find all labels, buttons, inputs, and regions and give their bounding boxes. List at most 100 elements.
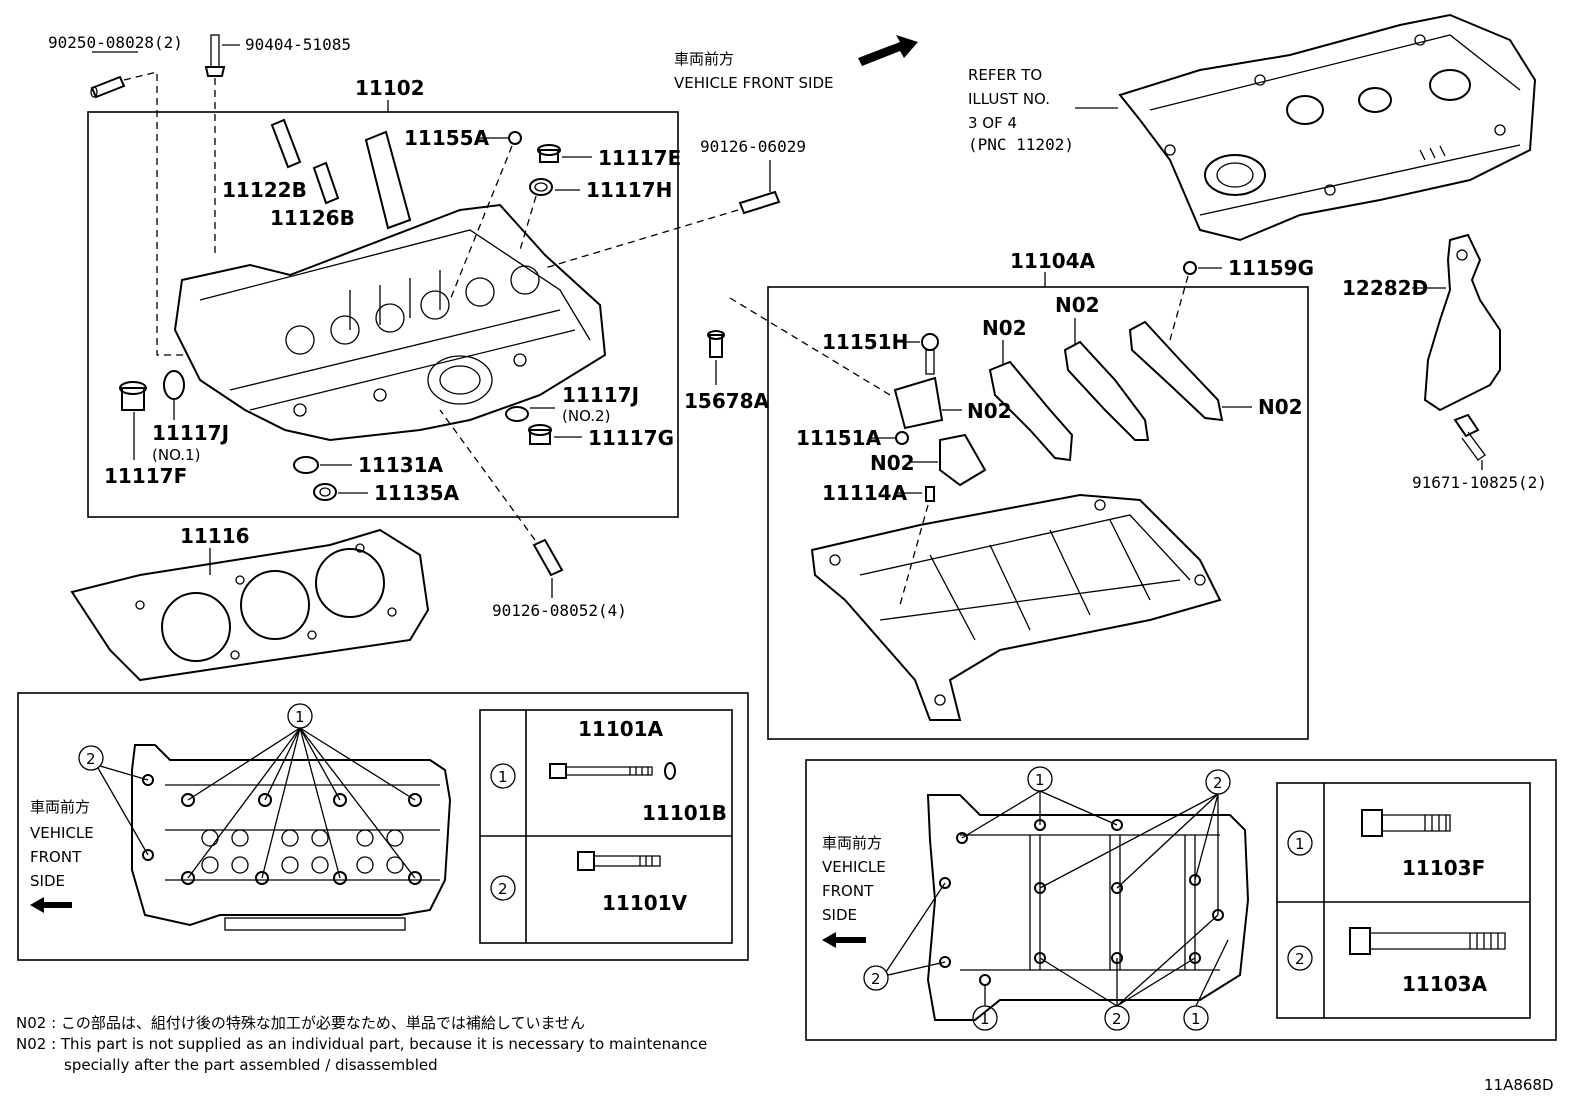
refer-line3: 3 OF 4 xyxy=(968,114,1017,132)
callout-2-right-top-text: 2 xyxy=(1213,774,1223,792)
front-en2-right: FRONT xyxy=(822,882,874,900)
stud-bolt-drawing xyxy=(204,34,226,77)
callout-2-left xyxy=(78,745,104,771)
label-11122B: 11122B xyxy=(222,178,307,202)
housing-bolt-points xyxy=(939,819,1224,986)
pin-11114A-drawing xyxy=(925,486,935,502)
label-11151H: 11151H xyxy=(822,330,908,354)
plug-11117G-drawing xyxy=(528,424,552,445)
front-en3-left: SIDE xyxy=(30,872,65,890)
plug-11117F-drawing xyxy=(119,381,147,411)
front-arrow-icon xyxy=(858,35,918,66)
plug-11117E-drawing xyxy=(537,144,561,163)
bolt-91671-drawing xyxy=(1453,413,1486,461)
label-11117J-no2: 11117J xyxy=(562,383,639,407)
head-bolt-points xyxy=(142,774,422,885)
front-en1-right: VEHICLE xyxy=(822,858,886,876)
front-en-top: VEHICLE FRONT SIDE xyxy=(674,74,834,92)
refer-line2: ILLUST NO. xyxy=(968,90,1050,108)
front-en1-left: VEHICLE xyxy=(30,824,94,842)
label-n02-b: N02 xyxy=(1055,293,1100,317)
refer-line1: REFER TO xyxy=(968,66,1042,84)
label-11104A: 11104A xyxy=(1010,249,1096,273)
callout-1-right-bottom-a-text: 1 xyxy=(980,1010,990,1028)
bolt-11101V-drawing xyxy=(577,851,661,871)
label-11117H: 11117H xyxy=(586,178,672,202)
cam-cover-drawing xyxy=(1118,13,1537,242)
footnote-en1: N02 : This part is not supplied as an in… xyxy=(16,1035,707,1053)
label-12282D: 12282D xyxy=(1342,276,1428,300)
label-11117F: 11117F xyxy=(104,464,187,488)
housing-bolt-table xyxy=(1276,782,1531,1019)
label-11117J-no1-sub: (NO.1) xyxy=(152,446,200,464)
label-90126-08052: 90126-08052(4) xyxy=(492,601,627,620)
label-90126-06029: 90126-06029 xyxy=(700,137,806,156)
housing-bolt-diagram-box xyxy=(805,759,1557,1041)
label-11101V: 11101V xyxy=(602,891,688,915)
label-91671-10825: 91671-10825(2) xyxy=(1412,473,1547,492)
callout-2-right-left-text: 2 xyxy=(871,970,881,988)
label-11117J-no1: 11117J xyxy=(152,421,229,445)
front-arrow-left-icon xyxy=(30,897,72,913)
front-en3-right: SIDE xyxy=(822,906,857,924)
label-11126B: 11126B xyxy=(270,206,355,230)
table-left-row2-num: 2 xyxy=(498,880,508,898)
label-n02-a: N02 xyxy=(982,316,1027,340)
bearing-cap-drawing xyxy=(893,320,1224,487)
front-jp-left: 車両前方 xyxy=(30,798,90,816)
label-11101B: 11101B xyxy=(642,801,727,825)
label-11116: 11116 xyxy=(180,524,250,548)
label-11117J-no2-sub: (NO.2) xyxy=(562,407,610,425)
front-jp-top: 車両前方 xyxy=(674,50,734,68)
part-15678A-drawing xyxy=(707,330,725,358)
head-gasket-drawing xyxy=(70,528,430,682)
valve-guide-drawing xyxy=(270,118,412,230)
label-n02-c: N02 xyxy=(967,399,1012,423)
diagram-id: 11A868D xyxy=(1484,1076,1554,1094)
engine-hanger-drawing xyxy=(1423,233,1501,412)
table-right-row2-num: 2 xyxy=(1295,950,1305,968)
head-top-view-drawing xyxy=(131,744,452,931)
callout-2-right-bottom-text: 2 xyxy=(1112,1010,1122,1028)
cylinder-head-drawing xyxy=(173,203,607,442)
label-11103F: 11103F xyxy=(1402,856,1485,880)
dowel-pin-drawing xyxy=(90,75,126,99)
table-left-row1-num: 1 xyxy=(498,768,508,786)
footnote-jp: N02 : この部品は、組付け後の特殊な加工が必要なため、単品では補給していませ… xyxy=(16,1014,585,1032)
label-15678A: 15678A xyxy=(684,389,770,413)
head-bolt-table xyxy=(479,709,733,944)
refer-line4: (PNC 11202) xyxy=(968,135,1074,154)
label-90404-51085: 90404-51085 xyxy=(245,35,351,54)
callout-1-right-bottom-b-text: 1 xyxy=(1191,1010,1201,1028)
label-11102: 11102 xyxy=(355,76,425,100)
label-11117E: 11117E xyxy=(598,146,681,170)
bolt-11103F-drawing xyxy=(1361,809,1451,837)
cylinder-head-box xyxy=(87,111,679,518)
front-jp-right: 車両前方 xyxy=(822,834,882,852)
label-11101A: 11101A xyxy=(578,717,664,741)
bolt-11103A-drawing xyxy=(1349,927,1506,955)
front-en2-left: FRONT xyxy=(30,848,82,866)
label-11135A: 11135A xyxy=(374,481,460,505)
callout-2-left-text: 2 xyxy=(86,750,96,768)
label-90250-08028: 90250-08028(2) xyxy=(48,33,183,52)
label-11117G: 11117G xyxy=(588,426,674,450)
label-11151A: 11151A xyxy=(796,426,882,450)
head-bolt-diagram-box xyxy=(17,692,749,961)
bolt-11101A-drawing xyxy=(549,762,676,780)
label-n02-d: N02 xyxy=(870,451,915,475)
label-n02-e: N02 xyxy=(1258,395,1303,419)
bolt-11151H-drawing xyxy=(921,333,939,375)
label-11155A: 11155A xyxy=(404,126,490,150)
stud-90126-08052-drawing xyxy=(532,538,564,577)
stud-90126-06029-drawing xyxy=(738,190,781,215)
housing-top-view-drawing xyxy=(926,794,1250,1021)
label-11131A: 11131A xyxy=(358,453,444,477)
front-arrow-right-icon xyxy=(822,932,866,948)
callout-1-left-text: 1 xyxy=(295,708,305,726)
callout-1-right-top-text: 1 xyxy=(1035,771,1045,789)
table-right-row1-num: 1 xyxy=(1295,835,1305,853)
callout-2-right-left xyxy=(863,965,889,991)
camshaft-housing-box xyxy=(767,286,1309,740)
